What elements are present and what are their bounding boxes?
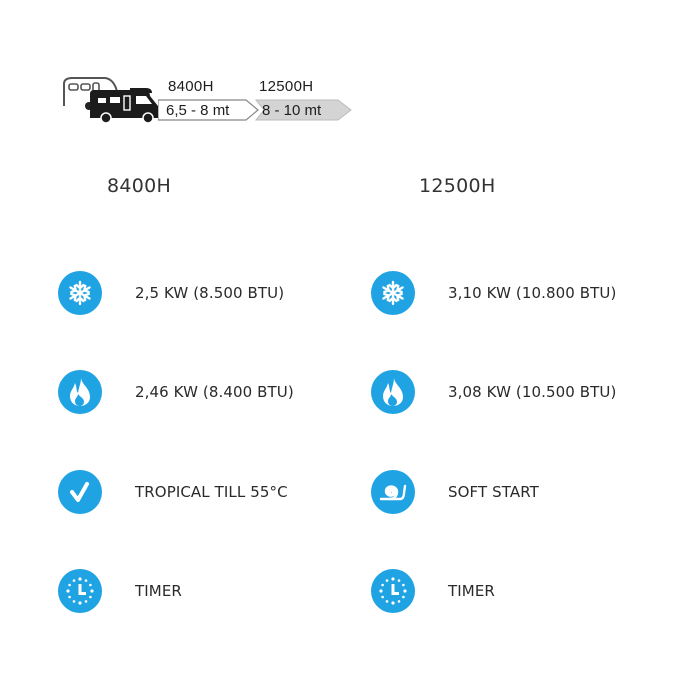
- snowflake-icon: [371, 271, 415, 315]
- checkmark-icon: [58, 470, 102, 514]
- feature-heating-12500h: 3,08 KW (10.500 BTU): [371, 370, 616, 414]
- feature-timer-12500h: TIMER: [371, 569, 495, 613]
- feature-cooling-8400h: 2,5 KW (8.500 BTU): [58, 271, 284, 315]
- column-title-12500h: 12500H: [419, 175, 496, 197]
- feature-heating-8400h: 2,46 KW (8.400 BTU): [58, 370, 294, 414]
- flame-icon: [58, 370, 102, 414]
- feature-tropical-8400h: TROPICAL TILL 55°C: [58, 470, 288, 514]
- clock-icon: [58, 569, 102, 613]
- column-title-8400h: 8400H: [107, 175, 172, 197]
- feature-cooling-12500h: 3,10 KW (10.800 BTU): [371, 271, 616, 315]
- model-label-8400h: 8400H: [168, 78, 214, 95]
- flame-icon: [371, 370, 415, 414]
- feature-text: TIMER: [135, 582, 182, 600]
- model-label-12500h: 12500H: [259, 78, 314, 95]
- snowflake-icon: [58, 271, 102, 315]
- feature-text: 2,5 KW (8.500 BTU): [135, 284, 285, 302]
- length-range-12500h: 8 - 10 mt: [262, 102, 322, 119]
- vehicle-length-banner: 8400H 12500H 6,5 - 8 mt 8 - 10 mt: [60, 74, 360, 124]
- feature-timer-8400h: TIMER: [58, 569, 182, 613]
- length-arrow-band: [158, 99, 352, 121]
- caravan-camper-icon: [63, 77, 160, 124]
- feature-text: 2,46 KW (8.400 BTU): [135, 383, 294, 401]
- length-range-8400h: 6,5 - 8 mt: [166, 102, 230, 119]
- snail-icon: [371, 470, 415, 514]
- clock-icon: [371, 569, 415, 613]
- feature-text: 3,08 KW (10.500 BTU): [448, 383, 617, 401]
- feature-text: SOFT START: [448, 483, 539, 501]
- feature-text: TROPICAL TILL 55°C: [135, 483, 288, 501]
- feature-text: 3,10 KW (10.800 BTU): [448, 284, 617, 302]
- feature-softstart-12500h: SOFT START: [371, 470, 539, 514]
- feature-text: TIMER: [448, 582, 495, 600]
